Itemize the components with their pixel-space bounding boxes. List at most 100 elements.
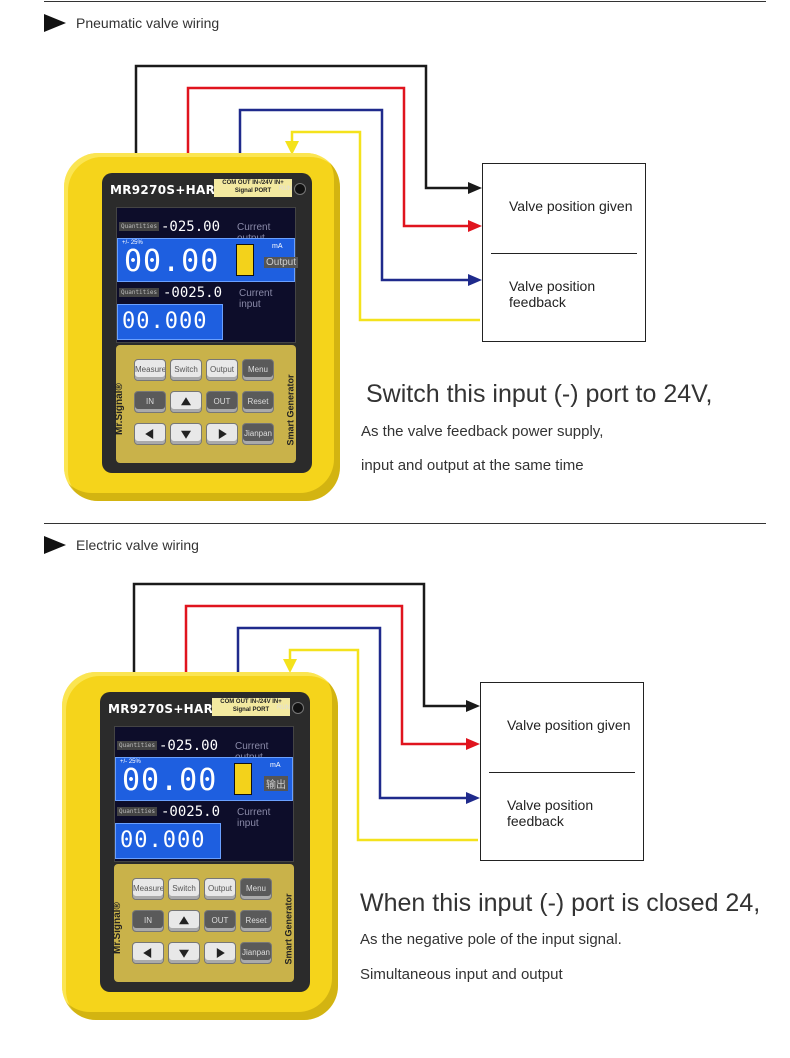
reset-key[interactable]: Reset <box>242 391 274 413</box>
main-readout: +/- 25% 00.00 mA Output <box>117 238 299 282</box>
valve-box-divider <box>489 772 635 773</box>
red-wire <box>184 604 476 746</box>
yellow-wire-arrowhead <box>283 659 297 673</box>
jianpan-key[interactable]: Jianpan <box>240 942 272 964</box>
section-header: Pneumatic valve wiring <box>44 14 219 32</box>
in-mode-key[interactable]: IN Mode <box>134 391 166 413</box>
input-value: -0025.0 <box>163 285 223 301</box>
out-mode-key[interactable]: OUT Mode <box>206 391 238 413</box>
side-label: 输出 <box>264 776 288 791</box>
right-key[interactable] <box>204 942 236 964</box>
down-key[interactable] <box>168 942 200 964</box>
red-wire-arrowhead <box>468 220 482 232</box>
output-key[interactable]: Output <box>206 359 238 381</box>
blue-wire <box>236 626 476 800</box>
bottom-readout: 00.000 <box>115 823 221 859</box>
right-arrow-icon <box>218 429 227 439</box>
black-wire <box>134 64 478 190</box>
right-arrow-icon <box>216 948 225 958</box>
keypad: Mr.Signal® Smart Generator Measurement S… <box>114 345 296 463</box>
description-line-2: Simultaneous input and output <box>360 966 563 983</box>
red-wire <box>186 86 478 228</box>
down-key[interactable] <box>170 423 202 445</box>
headline-text: Switch this input (-) port to 24V, <box>366 380 713 408</box>
quantities-label: Quantities <box>117 741 158 750</box>
yellow-wire-arrowhead <box>285 141 299 155</box>
measurement-key[interactable]: Measurement <box>134 359 166 381</box>
run-led-icon <box>294 183 306 195</box>
measurement-key[interactable]: Measurement <box>132 878 164 900</box>
signal-generator-device: MR9270S+HART COM OUT IN-/24V IN+ Signal … <box>62 672 338 1020</box>
up-arrow-icon <box>179 916 189 925</box>
device-panel: MR9270S+HART COM OUT IN-/24V IN+ Signal … <box>102 173 312 473</box>
side-label: Output <box>264 257 299 268</box>
up-arrow-icon <box>181 397 191 406</box>
signal-port-label: COM OUT IN-/24V IN+ Signal PORT <box>214 179 292 197</box>
switch-key[interactable]: Switch <box>170 359 202 381</box>
description-line-2: input and output at the same time <box>361 457 584 474</box>
blue-wire <box>238 108 478 282</box>
unit-label: mA <box>272 243 283 250</box>
yellow-wire <box>288 648 478 842</box>
black-wire-arrowhead <box>466 700 480 712</box>
run-indicator: RUN <box>279 183 306 195</box>
black-wire-arrowhead <box>468 182 482 194</box>
menu-key[interactable]: Menu <box>242 359 274 381</box>
arrow-right-icon <box>44 536 66 554</box>
bottom-readout: 00.000 <box>117 304 223 340</box>
bottom-value: 00.000 <box>122 309 208 334</box>
in-mode-key[interactable]: IN Mode <box>132 910 164 932</box>
keypad: Mr.Signal® Smart Generator Measurement S… <box>112 864 294 982</box>
input-caption: Current input <box>237 807 271 829</box>
left-key[interactable] <box>132 942 164 964</box>
valve-position-feedback-label: Valve position feedback <box>509 278 596 310</box>
brand-right-label: Smart Generator <box>285 374 296 446</box>
right-key[interactable] <box>206 423 238 445</box>
run-label: RUN <box>277 705 290 711</box>
valve-position-given-label: Valve position given <box>509 198 633 214</box>
output-row: Quantities -025.00 Current output <box>115 737 293 763</box>
description-line-1: As the valve feedback power supply, <box>361 423 604 440</box>
valve-position-feedback-label: Valve position feedback <box>507 797 594 829</box>
input-caption: Current input <box>239 288 273 310</box>
output-value: -025.00 <box>159 738 219 754</box>
headline-text: When this input (-) port is closed 24, <box>360 889 761 917</box>
switch-key[interactable]: Switch <box>168 878 200 900</box>
top-rule <box>44 1 766 2</box>
bottom-value: 00.000 <box>120 828 206 853</box>
black-wire <box>132 582 476 708</box>
left-arrow-icon <box>145 429 154 439</box>
run-led-icon <box>292 702 304 714</box>
menu-key[interactable]: Menu <box>240 878 272 900</box>
up-key[interactable] <box>170 391 202 413</box>
main-readout: +/- 25% 00.00 mA 输出 <box>115 757 293 801</box>
run-label: RUN <box>279 186 292 192</box>
valve-box: Valve position given Valve position feed… <box>480 682 644 861</box>
wiring-diagram <box>134 64 482 322</box>
jianpan-key[interactable]: Jianpan <box>242 423 274 445</box>
quantities-label: Quantities <box>117 807 158 816</box>
main-value: 00.00 <box>124 244 220 279</box>
input-row: Quantities -0025.0 Current input <box>115 803 293 829</box>
output-row: Quantities -025.00 Current output <box>117 218 295 244</box>
main-value: 00.00 <box>122 763 218 798</box>
output-key[interactable]: Output <box>204 878 236 900</box>
brand-label: Mr.Signal® <box>112 902 123 954</box>
reset-key[interactable]: Reset <box>240 910 272 932</box>
section-header: Electric valve wiring <box>44 536 199 554</box>
section-divider <box>44 523 766 524</box>
quantities-label: Quantities <box>119 288 160 297</box>
signal-generator-device: MR9270S+HART COM OUT IN-/24V IN+ Signal … <box>64 153 340 501</box>
valve-box-divider <box>491 253 637 254</box>
blue-wire-arrowhead <box>468 274 482 286</box>
pneumatic-section: Pneumatic valve wiring Valve position gi… <box>0 0 790 524</box>
percent-label: +/- 25% <box>122 240 143 246</box>
left-key[interactable] <box>134 423 166 445</box>
battery-icon <box>234 763 252 795</box>
section-title: Electric valve wiring <box>76 537 199 553</box>
brand-label: Mr.Signal® <box>114 383 125 435</box>
up-key[interactable] <box>168 910 200 932</box>
red-wire-arrowhead <box>466 738 480 750</box>
out-mode-key[interactable]: OUT Mode <box>204 910 236 932</box>
valve-position-given-label: Valve position given <box>507 717 631 733</box>
